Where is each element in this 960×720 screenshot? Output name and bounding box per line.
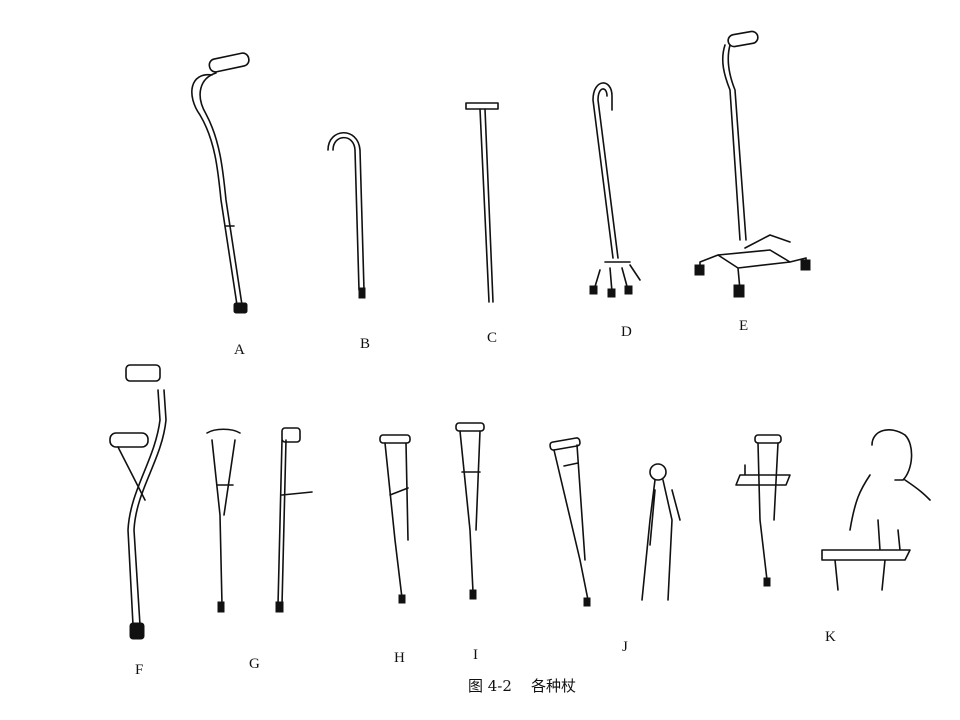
label-e: E [739,318,749,334]
label-b: B [360,336,371,352]
label-f: F [135,662,144,678]
crutch-j-and-figure [549,437,681,607]
cane-a-offset [191,52,250,314]
label-k: K [825,629,836,645]
crutch-g-pair [206,427,313,613]
crutch-k-platform [735,429,931,591]
cane-d-small-quad [589,82,641,298]
label-i: I [473,647,478,663]
label-h: H [394,650,405,666]
label-a: A [234,342,245,358]
label-d: D [621,324,632,340]
cane-c-t-handle [465,102,499,303]
figure-caption: 图 4-2 各种杖 [468,677,576,695]
crutch-i-axillary [455,422,485,600]
crutch-h-axillary [379,434,411,604]
cane-b-crook [327,132,366,299]
label-j: J [622,639,628,655]
label-c: C [487,330,498,346]
cane-e-large-quad [694,30,811,298]
label-g: G [249,656,260,672]
crutch-f-forearm [109,364,167,640]
